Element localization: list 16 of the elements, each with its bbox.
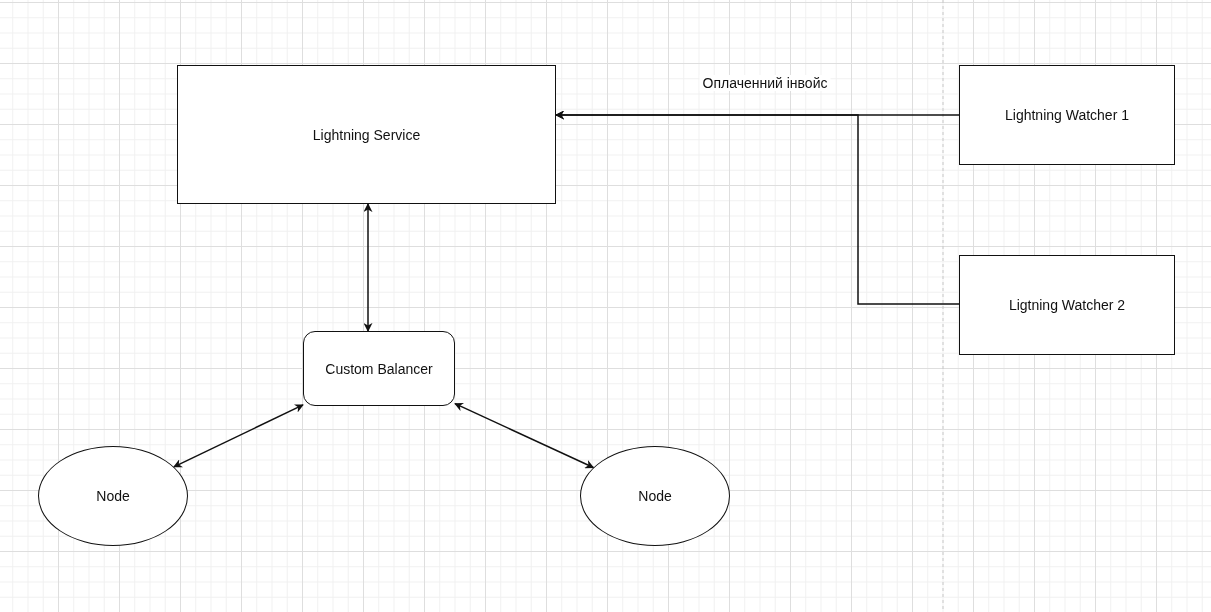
ellipse-node	[580, 446, 730, 546]
process-box	[959, 255, 1175, 355]
arrow	[454, 402, 595, 469]
node-label: Node	[95, 488, 131, 504]
node-label: Lightning Service	[311, 126, 422, 143]
arrow	[555, 110, 960, 305]
process-box	[959, 65, 1175, 165]
process-box	[177, 65, 556, 204]
edge-label: Оплаченний інвойс	[699, 75, 831, 91]
arrow	[173, 404, 304, 468]
node-label: Ligtning Watcher 2	[1007, 297, 1127, 313]
rounded-box	[303, 331, 455, 406]
node-label: Node	[637, 488, 673, 504]
node-label: Custom Balancer	[324, 360, 434, 377]
arrow	[363, 203, 373, 332]
node-label: Lightning Watcher 1	[1004, 107, 1130, 123]
